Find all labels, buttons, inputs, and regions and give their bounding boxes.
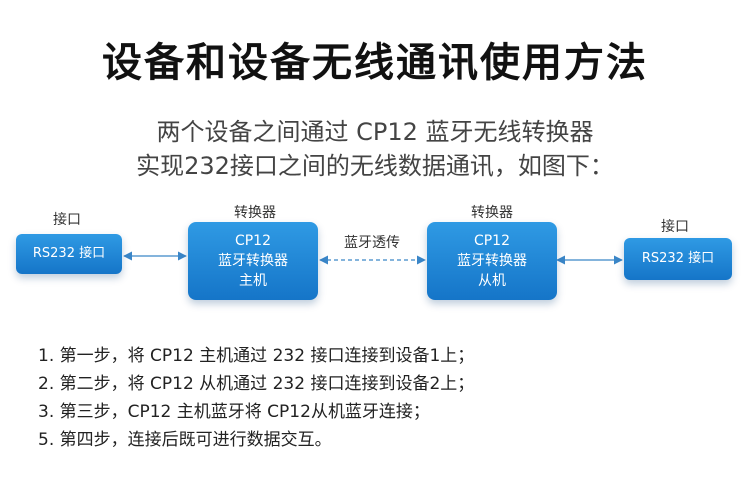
subtitle-line-1: 两个设备之间通过 CP12 蓝牙无线转换器 xyxy=(156,118,594,146)
right-rs232-interface-box: RS232 接口 xyxy=(624,238,732,280)
left-interface-caption: 接口 xyxy=(53,212,81,228)
subtitle-line-2: 实现232接口之间的无线数据通讯，如图下： xyxy=(136,152,614,180)
master-line-3: 主机 xyxy=(239,273,267,289)
right-rs232-interface-label: RS232 接口 xyxy=(641,251,715,266)
slave-line-1: CP12 xyxy=(473,233,511,249)
cp12-master-box: CP12 蓝牙转换器 主机 xyxy=(188,222,318,300)
master-caption: 转换器 xyxy=(234,205,276,221)
page-title: 设备和设备无线通讯使用方法 xyxy=(102,40,648,86)
slave-line-3: 从机 xyxy=(478,273,506,289)
bluetooth-link-label: 蓝牙透传 xyxy=(344,235,400,251)
step-item: 1. 第一步，将 CP12 主机通过 232 接口连接到设备1上； xyxy=(38,346,475,366)
cp12-slave-box: CP12 蓝牙转换器 从机 xyxy=(427,222,557,300)
left-rs232-interface-label: RS232 接口 xyxy=(32,246,106,261)
steps-list: 1. 第一步，将 CP12 主机通过 232 接口连接到设备1上； 2. 第二步… xyxy=(38,342,474,454)
slave-line-2: 蓝牙转换器 xyxy=(457,253,527,269)
right-interface-caption: 接口 xyxy=(661,219,689,235)
left-rs232-interface-box: RS232 接口 xyxy=(16,234,122,274)
master-line-2: 蓝牙转换器 xyxy=(218,253,288,269)
master-line-1: CP12 xyxy=(234,233,272,249)
step-item: 3. 第三步，CP12 主机蓝牙将 CP12从机蓝牙连接； xyxy=(38,402,430,422)
step-item: 2. 第二步，将 CP12 从机通过 232 接口连接到设备2上； xyxy=(38,374,475,394)
step-item: 5. 第四步，连接后既可进行数据交互。 xyxy=(38,430,332,450)
slave-caption: 转换器 xyxy=(471,205,513,221)
